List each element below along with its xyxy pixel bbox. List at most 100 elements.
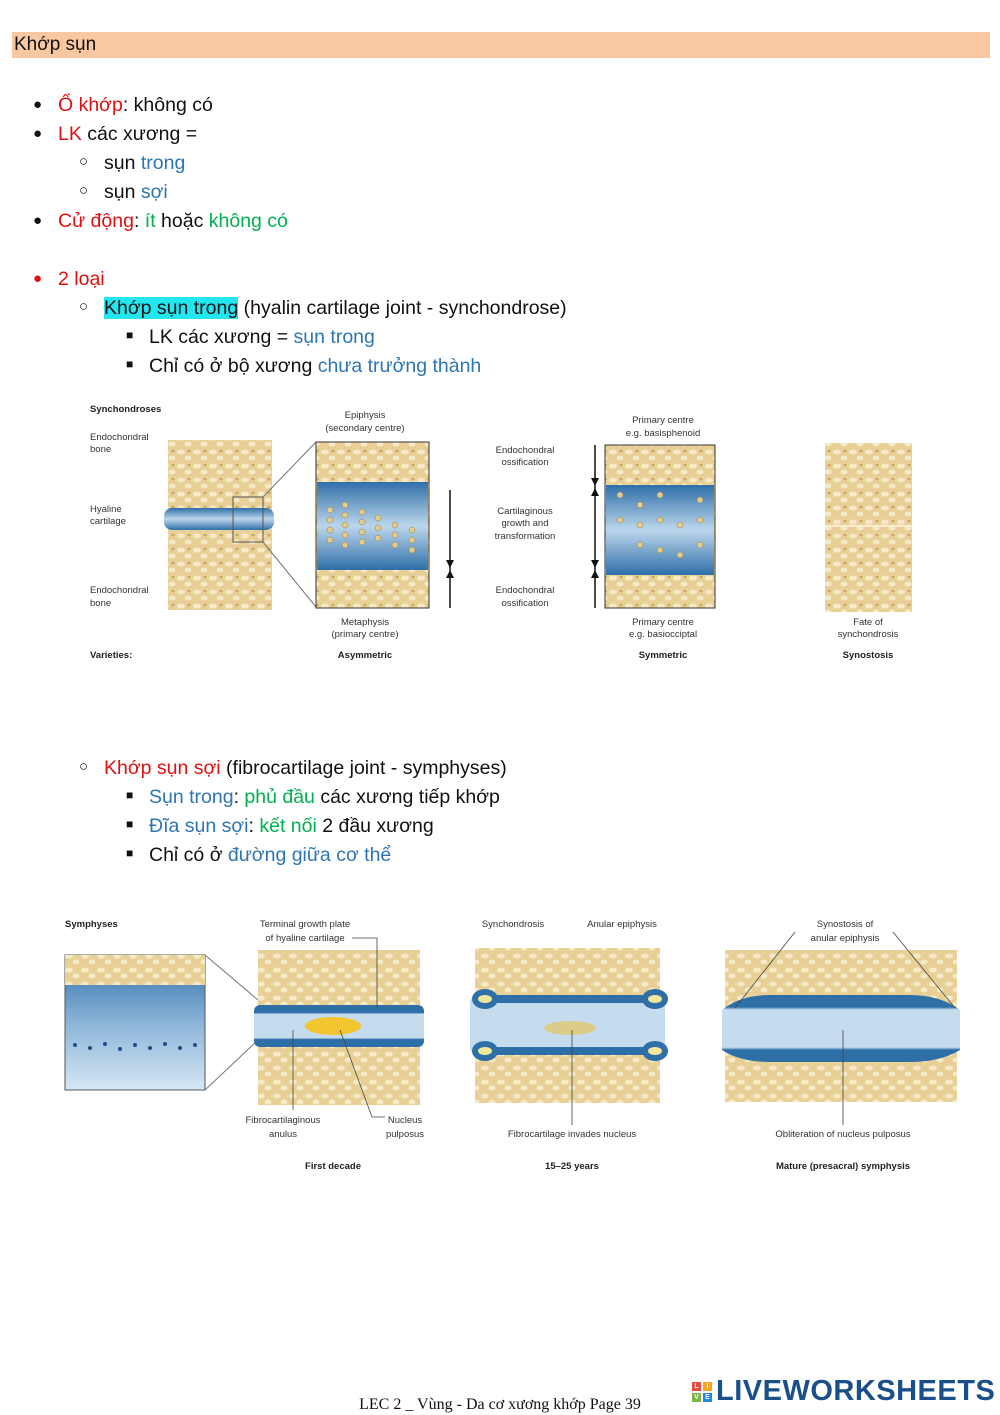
label: Terminal growth plate bbox=[260, 919, 350, 930]
text: Chỉ có ở bộ xương bbox=[149, 355, 318, 377]
synchondroses-figure: Synchondroses Endochondral bone Hyaline … bbox=[90, 404, 912, 661]
value: các xương = bbox=[81, 123, 198, 145]
type2-item: Đĩa sụn sợi: kết nối 2 đầu xương bbox=[149, 814, 434, 838]
label: 15–25 years bbox=[545, 1161, 599, 1172]
logo-letter: V bbox=[692, 1392, 701, 1402]
label: of hyaline cartilage bbox=[265, 933, 344, 944]
prefix: sụn bbox=[104, 181, 141, 203]
text: LK các xương = bbox=[149, 326, 294, 348]
label: anular epiphysis bbox=[811, 933, 880, 944]
label: (secondary centre) bbox=[325, 423, 404, 434]
type1-heading: Khớp sụn trong (hyalin cartilage joint -… bbox=[104, 296, 567, 320]
text: các xương tiếp khớp bbox=[314, 786, 500, 808]
figure-title: Symphyses bbox=[65, 919, 118, 930]
label: Obliteration of nucleus pulposus bbox=[775, 1129, 910, 1140]
label: Fate of bbox=[853, 617, 883, 628]
text: Chỉ có ở bbox=[149, 844, 228, 866]
square-bullet-icon: ■ bbox=[126, 328, 134, 342]
sep: : bbox=[233, 786, 245, 808]
label: Synchondrosis bbox=[482, 919, 545, 930]
label: synchondrosis bbox=[838, 629, 899, 640]
square-bullet-icon: ■ bbox=[126, 846, 134, 860]
square-bullet-icon: ■ bbox=[126, 788, 134, 802]
circle-bullet-icon: ○ bbox=[79, 298, 89, 315]
figure-title: Synchondroses bbox=[90, 404, 161, 415]
label: anulus bbox=[269, 1129, 297, 1140]
logo-letter: E bbox=[703, 1392, 712, 1402]
term: Khớp sụn sợi bbox=[104, 757, 221, 779]
logo-text: LIVEWORKSHEETS bbox=[716, 1375, 996, 1407]
value: sụn trong bbox=[293, 326, 375, 348]
term: Cử động bbox=[58, 210, 134, 232]
logo-icon: L I V E bbox=[692, 1381, 712, 1402]
circle-bullet-icon: ○ bbox=[79, 182, 89, 199]
value: ít bbox=[144, 210, 156, 232]
list-item-lk: LK các xương = bbox=[58, 122, 197, 146]
label: transformation bbox=[495, 531, 556, 542]
circle-bullet-icon: ○ bbox=[79, 758, 89, 775]
value: chưa trưởng thành bbox=[317, 355, 482, 377]
label: Varieties: bbox=[90, 650, 132, 661]
label: Fibrocartilage invades nucleus bbox=[508, 1129, 637, 1140]
label: Epiphysis bbox=[345, 410, 386, 421]
sep: : bbox=[133, 210, 145, 232]
list-item-sun-trong: sụn trong bbox=[104, 151, 185, 175]
term: LK bbox=[58, 123, 82, 145]
label: Endochondral bbox=[496, 585, 555, 596]
label: First decade bbox=[305, 1161, 361, 1172]
label: (primary centre) bbox=[331, 629, 398, 640]
label: Fibrocartilaginous bbox=[246, 1115, 321, 1126]
label: ossification bbox=[502, 598, 549, 609]
type2-heading: Khớp sụn sợi (fibrocartilage joint - sym… bbox=[104, 756, 507, 780]
bullet-icon: ● bbox=[33, 212, 43, 229]
label: Endochondral bbox=[496, 445, 555, 456]
label: cartilage bbox=[90, 516, 126, 527]
label: Asymmetric bbox=[338, 650, 392, 661]
liveworksheets-logo: L I V E LIVEWORKSHEETS bbox=[692, 1375, 995, 1408]
list-item-o-khop: Ổ khớp: không có bbox=[58, 93, 213, 117]
logo-letter: I bbox=[703, 1381, 712, 1391]
square-bullet-icon: ■ bbox=[126, 357, 134, 371]
value: phủ đầu bbox=[244, 786, 315, 808]
list-item-sun-soi: sụn sợi bbox=[104, 180, 168, 204]
logo-letter: L bbox=[692, 1381, 701, 1391]
value: không có bbox=[133, 94, 213, 116]
label: e.g. basisphenoid bbox=[626, 428, 700, 439]
type2-item: Chỉ có ở đường giữa cơ thể bbox=[149, 843, 391, 867]
bullet-icon: ● bbox=[33, 270, 43, 287]
label: Endochondral bbox=[90, 585, 149, 596]
bullet-icon: ● bbox=[33, 125, 43, 142]
sep: : bbox=[248, 815, 260, 837]
term: Khớp sụn trong bbox=[104, 297, 239, 319]
symphyses-figure: Symphyses Terminal growth plate of hyali… bbox=[64, 919, 960, 1172]
label: pulposus bbox=[386, 1129, 424, 1140]
page-footer: LEC 2 _ Vùng - Da cơ xương khớp Page 39 bbox=[359, 1396, 641, 1413]
type1-item: Chỉ có ở bộ xương chưa trưởng thành bbox=[149, 354, 481, 378]
list-item-cu-dong: Cử động: ít hoặc không có bbox=[58, 209, 288, 233]
label: bone bbox=[90, 444, 111, 455]
label: Metaphysis bbox=[341, 617, 389, 628]
term: Ổ khớp bbox=[58, 94, 123, 116]
desc: (hyalin cartilage joint - synchondrose) bbox=[238, 297, 567, 319]
bullet-icon: ● bbox=[33, 96, 43, 113]
label: Cartilaginous bbox=[497, 506, 553, 517]
list-item-2-loai: 2 loại bbox=[58, 268, 105, 290]
label: Hyaline bbox=[90, 504, 122, 515]
label: Mature (presacral) symphysis bbox=[776, 1161, 910, 1172]
sep: hoặc bbox=[155, 210, 209, 232]
label: Synostosis of bbox=[817, 919, 874, 930]
value: đường giữa cơ thể bbox=[227, 844, 392, 866]
label: Symmetric bbox=[639, 650, 688, 661]
label: Nucleus bbox=[388, 1115, 423, 1126]
square-bullet-icon: ■ bbox=[126, 817, 134, 831]
label: Primary centre bbox=[632, 617, 694, 628]
synostosis-illustration bbox=[825, 443, 912, 612]
label: Anular epiphysis bbox=[587, 919, 657, 930]
label: growth and bbox=[501, 518, 548, 529]
label: Primary centre bbox=[632, 415, 694, 426]
label: e.g. basiocciptal bbox=[629, 629, 697, 640]
prefix: sụn bbox=[104, 152, 141, 174]
term: Đĩa sụn sợi bbox=[149, 815, 249, 837]
type2-item: Sụn trong: phủ đầu các xương tiếp khớp bbox=[149, 785, 500, 809]
section-header: Khớp sụn bbox=[12, 32, 990, 58]
